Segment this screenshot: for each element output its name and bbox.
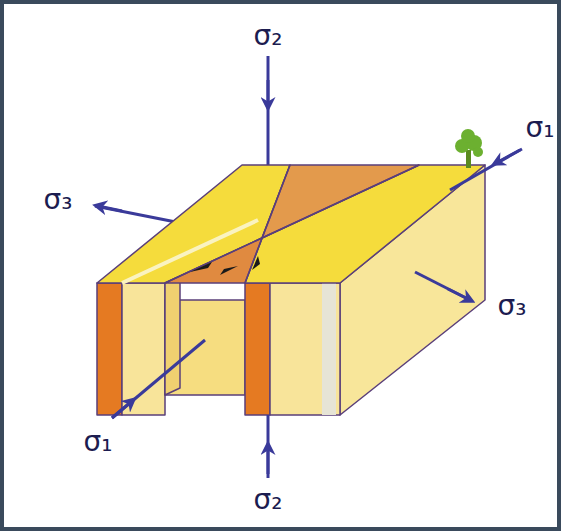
stress-axis-label: σ₃ xyxy=(498,291,527,322)
stress-axes-front xyxy=(112,149,522,478)
tree-symbol xyxy=(455,129,483,168)
fault-block xyxy=(97,165,485,415)
stress-axis-label: σ₁ xyxy=(526,113,555,144)
slip-arrows xyxy=(190,256,260,275)
stress-axis-label: σ₂ xyxy=(254,485,283,516)
stress-axis-label: σ₃ xyxy=(44,185,73,216)
stress-axis-label: σ₁ xyxy=(84,427,113,458)
stress-axis-label: σ₂ xyxy=(254,21,283,52)
